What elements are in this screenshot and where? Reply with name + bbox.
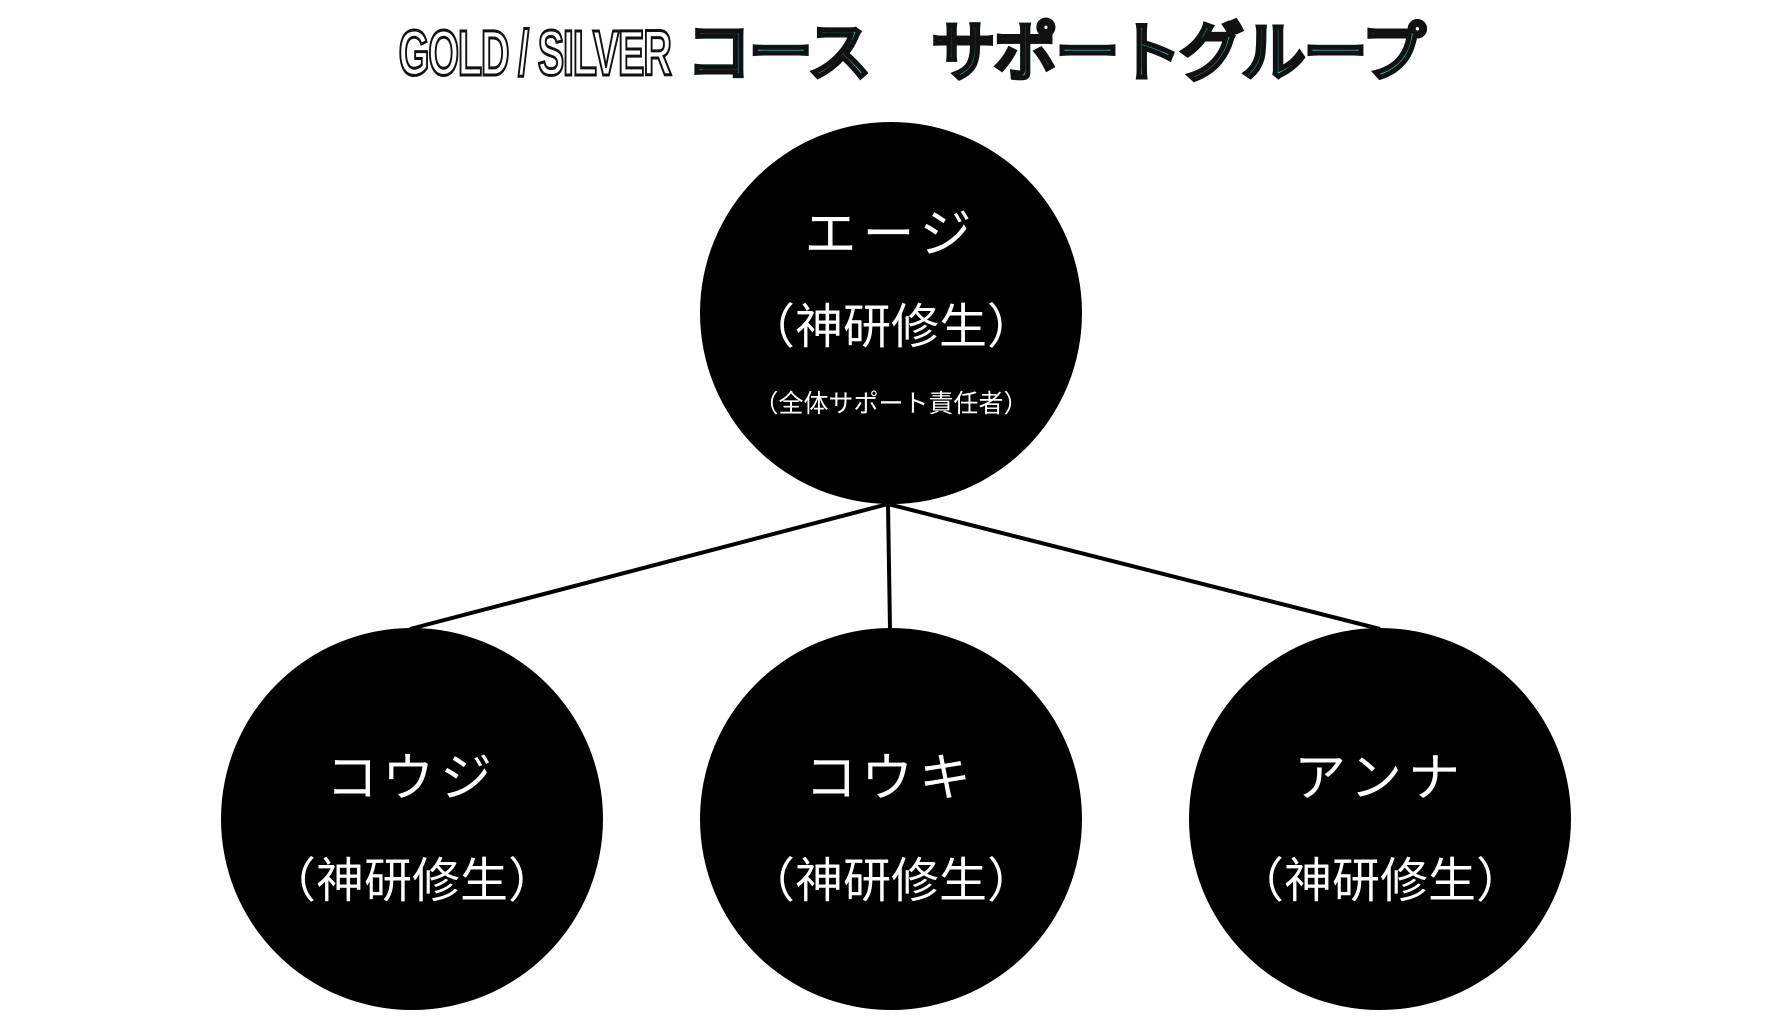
member-role: （神研修生） (267, 853, 556, 909)
leader-name: エージ (804, 205, 978, 265)
diagram-title: GOLD / SILVER コース サポートグループ (0, 2, 1776, 94)
leader-node: エージ （神研修生） （全体サポート責任者） (700, 122, 1082, 504)
member-role: （神研修生） (1235, 853, 1524, 909)
member-node: コウジ （神研修生） (221, 628, 603, 1010)
leader-role: （神研修生） (746, 299, 1035, 355)
title-latin: GOLD / SILVER (398, 16, 673, 91)
member-node: コウキ （神研修生） (700, 628, 1082, 1010)
member-node: アンナ （神研修生） (1189, 628, 1571, 1010)
member-role: （神研修生） (746, 853, 1035, 909)
title-japanese: コース サポートグループ (685, 16, 1427, 91)
member-name: アンナ (1294, 749, 1466, 809)
member-name: コウジ (326, 749, 498, 809)
connector-leader-member-2 (886, 503, 892, 630)
member-name: コウキ (805, 749, 977, 809)
leader-note: （全体サポート責任者） (753, 389, 1029, 418)
connector-leader-member-3 (887, 502, 1381, 631)
connector-leader-member-1 (409, 502, 889, 631)
